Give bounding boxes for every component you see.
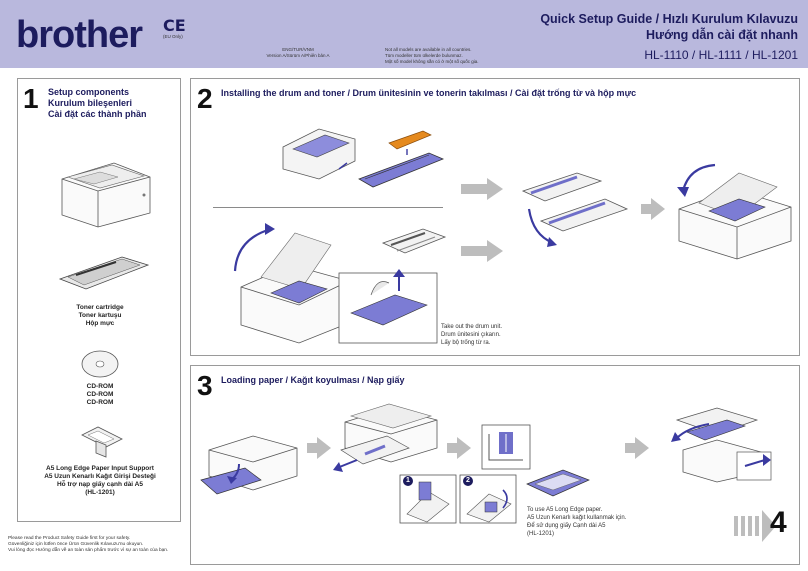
caption-line: CD-ROM bbox=[86, 391, 114, 398]
take-out-drum-note: Take out the drum unit. Drum ünitesini ç… bbox=[441, 323, 502, 347]
footer-line: Please read the Product Safety Guide fir… bbox=[8, 536, 131, 541]
caption-line: Hỗ trợ nạp giấy cạnh dài A5 bbox=[56, 481, 143, 488]
drum-unit-rocking-illustration bbox=[521, 172, 629, 247]
brother-logo: brother bbox=[16, 14, 143, 56]
guide-title-vn: Hướng dẫn cài đặt nhanh bbox=[646, 28, 798, 42]
note-line: Để sử dụng giấy Cạnh dài A5 bbox=[527, 523, 606, 529]
heading-line: Cài đặt các thành phần bbox=[48, 109, 147, 119]
guide-title: Quick Setup Guide / Hızlı Kurulum Kılavu… bbox=[540, 12, 798, 26]
footer-line: Vui lòng đọc Hướng dẫn về an toàn sản ph… bbox=[8, 548, 169, 553]
flow-arrow-icon bbox=[447, 437, 471, 459]
caption-line: CD-ROM bbox=[86, 399, 114, 406]
toner-drum-assembly-illustration bbox=[282, 128, 445, 188]
version-info: ENG/TUR/VNM Version A/Sürüm A/Phiên bản … bbox=[258, 47, 338, 59]
header-band bbox=[0, 0, 808, 68]
caption-line: Hộp mực bbox=[85, 320, 115, 327]
note-line: A5 Uzun Kenarlı kağıt kullanmak için. bbox=[527, 515, 627, 521]
insert-drum-illustration bbox=[233, 223, 438, 344]
a5-setup-illustration bbox=[399, 474, 517, 524]
note-line: Take out the drum unit. bbox=[441, 324, 503, 330]
load-paper-stack-illustration bbox=[526, 469, 590, 497]
version-line: ENG/TUR/VNM bbox=[282, 47, 314, 52]
note-line: Lấy bộ trống từ ra. bbox=[441, 340, 491, 346]
setup-components-panel: 1 Setup components Kurulum bileşenleri C… bbox=[17, 78, 181, 522]
flow-arrow-icon bbox=[461, 178, 503, 200]
caption-line: A5 Uzun Kenarlı Kağıt Girişi Desteği bbox=[44, 473, 156, 480]
pull-tray-illustration bbox=[200, 435, 298, 495]
step-number: 2 bbox=[197, 83, 213, 114]
loading-paper-panel: 3 Loading paper / Kağıt koyulması / Nạp … bbox=[190, 365, 800, 565]
eu-only-label: (EU Only) bbox=[163, 34, 183, 39]
toner-cartridge-illustration bbox=[58, 256, 150, 290]
flow-arrow-icon bbox=[461, 240, 503, 262]
step-heading: Loading paper / Kağıt koyulması / Nạp gi… bbox=[221, 375, 405, 385]
heading-line: Setup components bbox=[48, 87, 130, 97]
note-line: Not all models are available in all coun… bbox=[385, 47, 472, 52]
header: brother CE (EU Only) ENG/TUR/VNM Version… bbox=[0, 0, 808, 68]
ce-mark: CE bbox=[163, 16, 186, 35]
step-badge-2: 2 bbox=[463, 476, 473, 486]
note-line: Drum ünitesini çıkarın. bbox=[441, 332, 501, 338]
caption-line: (HL-1201) bbox=[85, 489, 115, 496]
heading-line: Kurulum bileşenleri bbox=[48, 98, 133, 108]
step-number: 1 bbox=[23, 83, 39, 114]
drum-unit-illustration bbox=[381, 228, 447, 254]
step-number: 3 bbox=[197, 370, 213, 401]
note-line: To use A5 Long Edge paper. bbox=[527, 507, 603, 513]
model-list: HL-1110 / HL-1111 / HL-1201 bbox=[644, 48, 798, 62]
availability-note: Not all models are available in all coun… bbox=[385, 47, 525, 65]
a5-note: To use A5 Long Edge paper. A5 Uzun Kenar… bbox=[527, 506, 626, 538]
note-line: Một số model không sẵn có ở một số quốc … bbox=[385, 59, 479, 64]
footer-line: Güvenliğiniz için lütfen önce Ürün Güven… bbox=[8, 542, 144, 547]
a5-support-caption: A5 Long Edge Paper Input Support A5 Uzun… bbox=[38, 465, 162, 497]
safety-footer: Please read the Product Safety Guide fir… bbox=[8, 536, 168, 554]
caption-line: Toner cartridge bbox=[76, 304, 124, 311]
step-heading: Installing the drum and toner / Drum üni… bbox=[221, 88, 637, 98]
section-divider bbox=[213, 207, 443, 208]
paper-guide-detail-illustration bbox=[481, 424, 531, 470]
a5-support-illustration bbox=[81, 426, 123, 458]
flow-arrow-icon bbox=[307, 437, 331, 459]
flow-arrow-icon bbox=[625, 437, 649, 459]
note-line: Tüm modeller tüm ülkelerde bulunmaz. bbox=[385, 53, 463, 58]
toner-caption: Toner cartridge Toner kartuşu Hộp mực bbox=[40, 304, 160, 328]
next-step-arrow-icon bbox=[734, 510, 776, 542]
caption-line: CD-ROM bbox=[86, 383, 114, 390]
cd-rom-illustration bbox=[81, 350, 119, 378]
next-step-number: 4 bbox=[770, 506, 787, 539]
printer-illustration bbox=[61, 162, 151, 228]
caption-line: Toner kartuşu bbox=[78, 312, 122, 319]
step-heading: Setup components Kurulum bileşenleri Cài… bbox=[48, 87, 147, 120]
next-step-indicator: 4 bbox=[734, 506, 794, 544]
install-drum-toner-panel: 2 Installing the drum and toner / Drum ü… bbox=[190, 78, 800, 356]
step-badge-1: 1 bbox=[403, 476, 413, 486]
version-line: Version A/Sürüm A/Phiên bản A bbox=[266, 53, 330, 58]
cd-rom-caption: CD-ROM CD-ROM CD-ROM bbox=[40, 383, 160, 407]
caption-line: A5 Long Edge Paper Input Support bbox=[46, 465, 154, 472]
adjust-guides-illustration bbox=[333, 403, 438, 472]
insert-tray-illustration bbox=[671, 407, 772, 483]
note-line: (HL-1201) bbox=[527, 531, 555, 537]
flow-arrow-icon bbox=[641, 198, 665, 220]
printer-open-cover-illustration bbox=[677, 163, 792, 260]
